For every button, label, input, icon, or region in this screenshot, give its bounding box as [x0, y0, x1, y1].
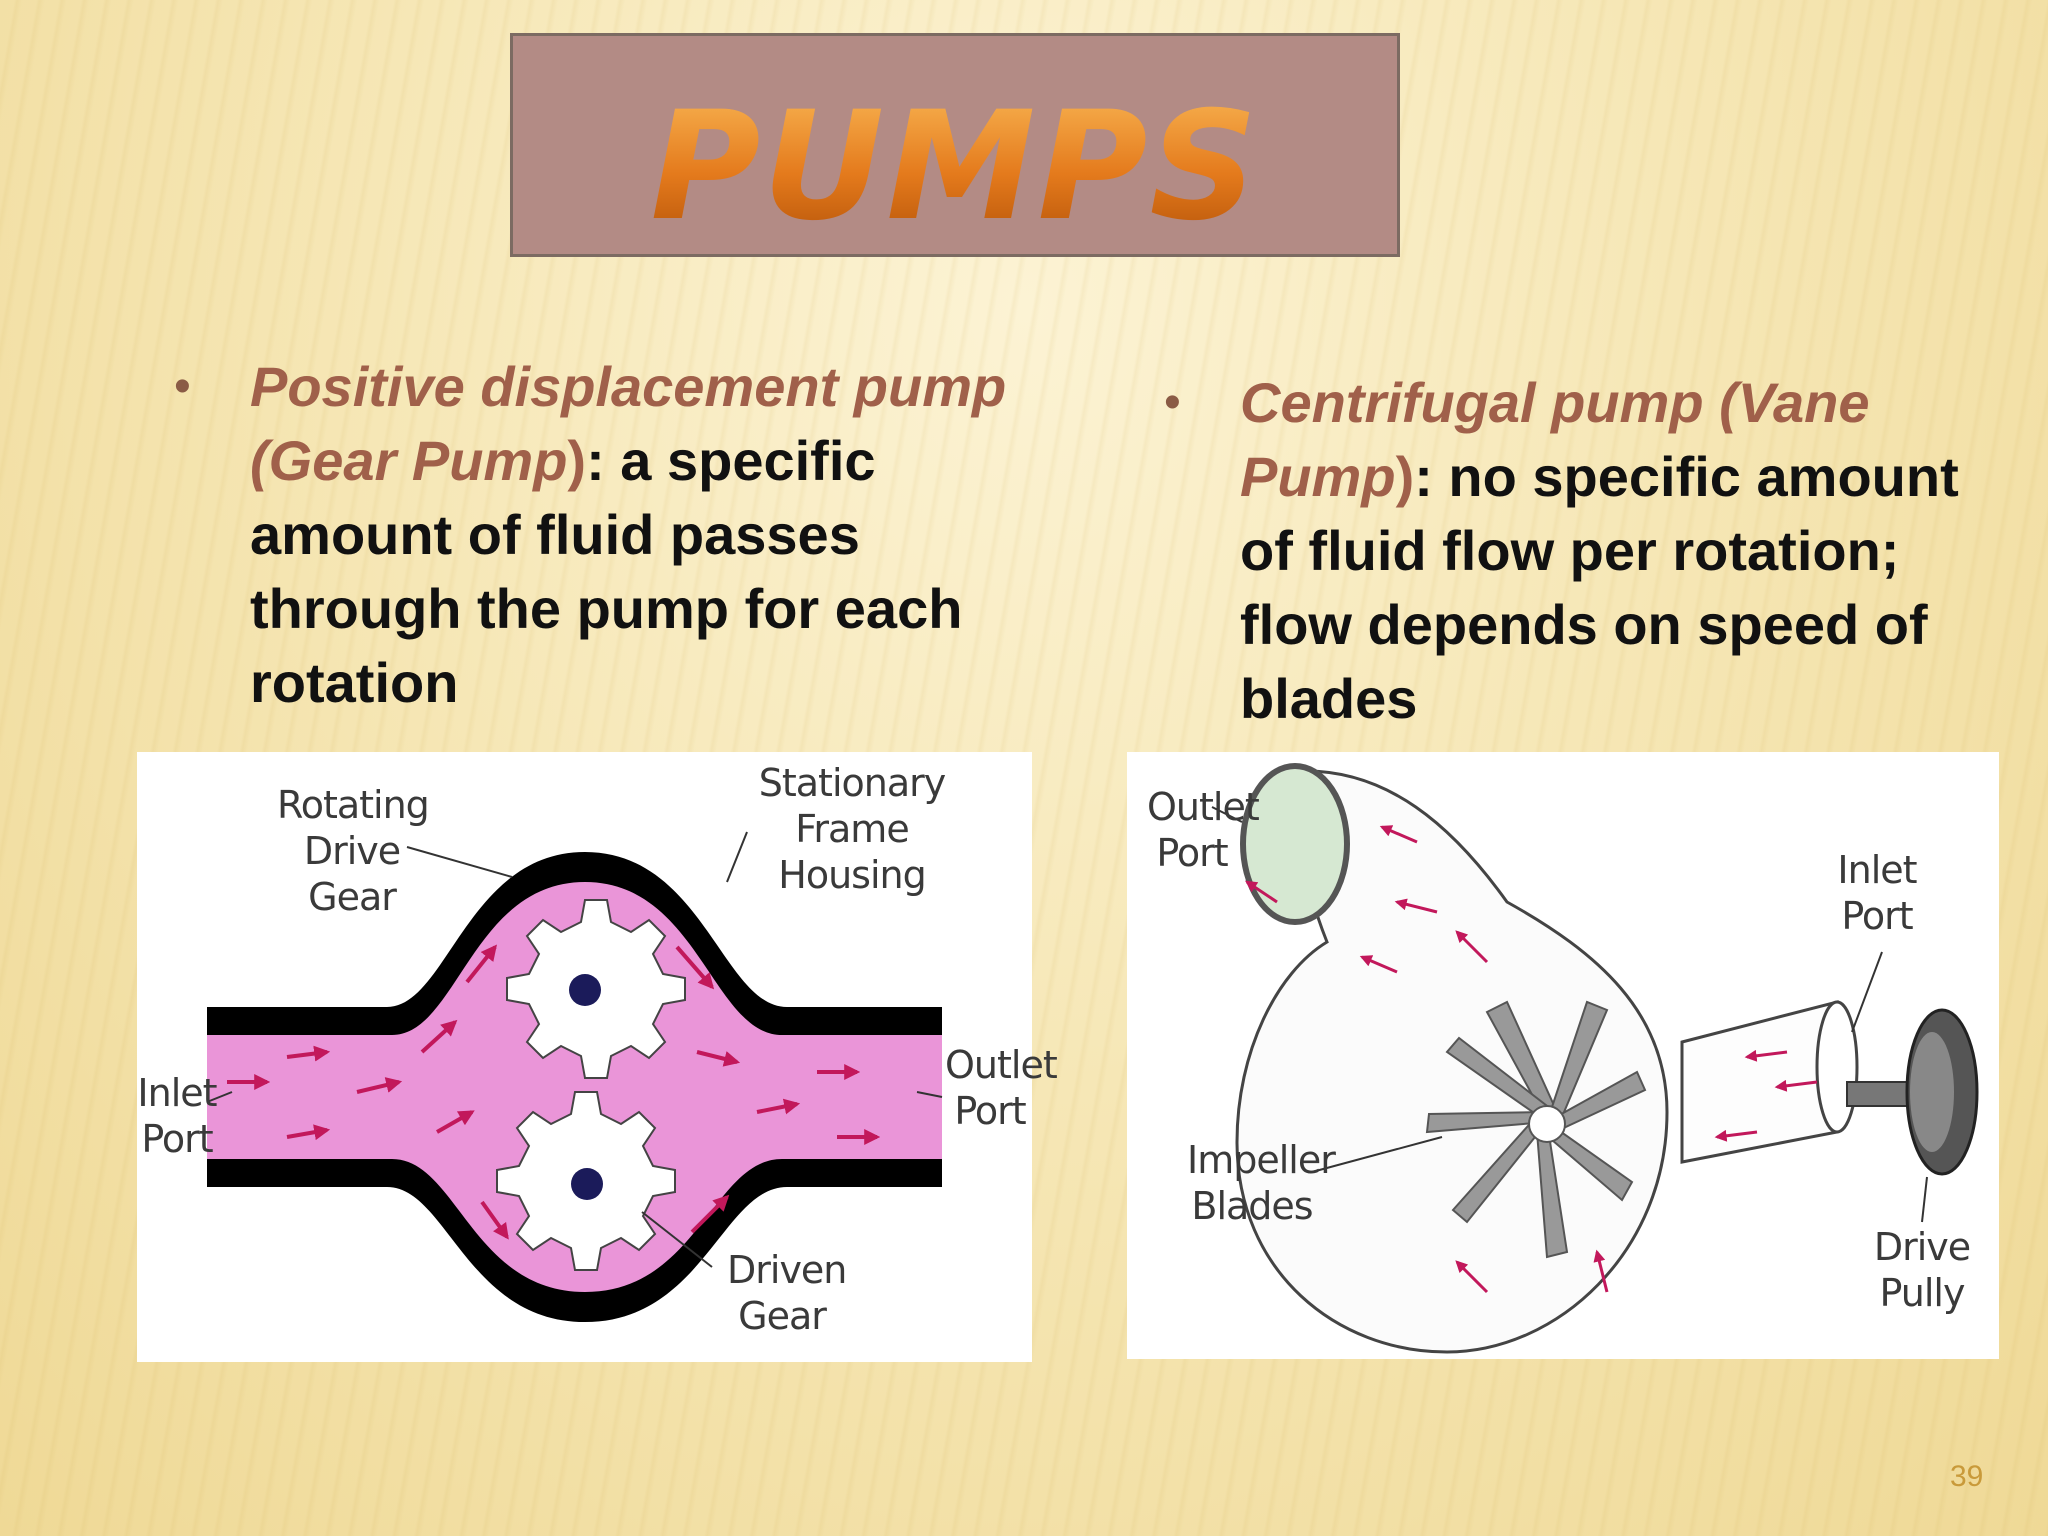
bullet-dot: • [1164, 376, 1181, 429]
flow-arrows [227, 944, 881, 1240]
bullet-body: : a specific amount of fluid passes thro… [250, 429, 963, 714]
gear-pump-diagram: Rotating Drive Gear Stationary Frame Hou… [137, 752, 1058, 1362]
page-number: 39 [1950, 1460, 1984, 1493]
leader-lines [206, 831, 943, 1268]
label-impeller-blades: Impeller Blades [1187, 1138, 1336, 1228]
flow-arrows [1245, 825, 1818, 1294]
drive-gear-axle [569, 974, 601, 1006]
bullet-dot: • [174, 360, 191, 413]
gear-pump-svg [206, 831, 943, 1322]
label-rotating-drive-gear: Rotating Drive Gear [277, 783, 430, 919]
label-outlet-port: Outlet Port [1147, 785, 1260, 875]
bullet-lead: Positive displacement pump (Gear Pump [250, 355, 1007, 492]
outlet-opening [1240, 763, 1350, 925]
centrifugal-pump-svg [1211, 763, 1979, 1354]
driven-gear-axle [571, 1168, 603, 1200]
label-inlet-port: Inlet Port [137, 1071, 217, 1161]
bullet-paren: ) [567, 429, 587, 492]
title-box: PUMPS [510, 33, 1400, 257]
bullet-lead: Centrifugal pump (Vane Pump [1240, 371, 1870, 508]
bullet-body: : no specific amount of fluid flow per r… [1240, 445, 1959, 730]
label-driven-gear: Driven Gear [727, 1248, 847, 1338]
label-outlet-port: Outlet Port [945, 1043, 1058, 1133]
label-stationary-frame-housing: Stationary Frame Housing [758, 761, 947, 897]
bullet-paren: ) [1395, 445, 1415, 508]
impeller-hub [1528, 1105, 1566, 1143]
slide-title: PUMPS [513, 92, 1397, 242]
bullet-gear-pump: • Positive displacement pump (Gear Pump)… [174, 350, 1010, 720]
label-drive-pully: Drive Pully [1873, 1225, 1971, 1315]
centrifugal-pump-diagram: Outlet Port Inlet Port Impeller Blades D… [1127, 752, 1999, 1359]
label-inlet-port: Inlet Port [1837, 848, 1917, 938]
fluid-chamber [207, 882, 942, 1292]
bullet-centrifugal-pump: • Centrifugal pump (Vane Pump): no speci… [1164, 366, 2020, 736]
leader-lines [1211, 806, 1928, 1223]
